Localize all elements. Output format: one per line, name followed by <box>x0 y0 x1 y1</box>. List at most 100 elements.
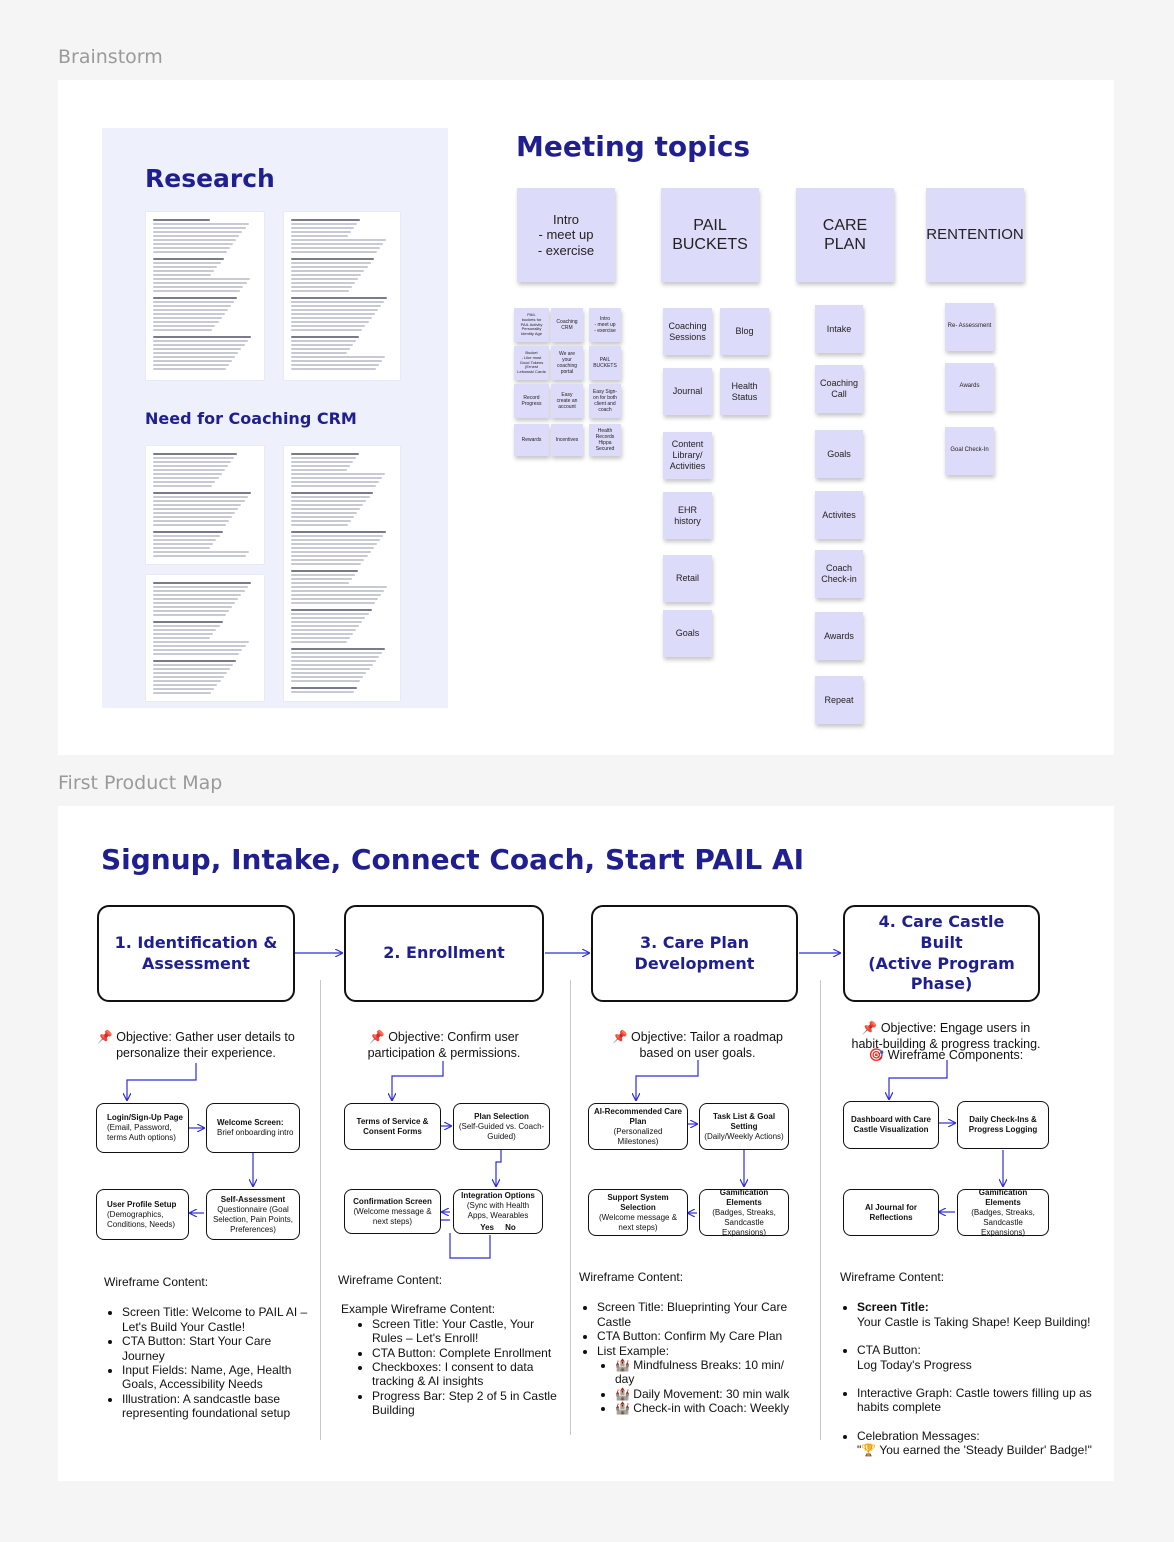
document-text-line <box>291 473 385 475</box>
research-document[interactable] <box>146 575 264 701</box>
wireframe-item: Screen Title: Your Castle, Your Rules – … <box>372 1317 563 1346</box>
document-text-line <box>291 594 381 596</box>
document-text-line <box>291 481 379 483</box>
document-text-line <box>153 309 228 311</box>
document-text-line <box>291 368 376 370</box>
research-document[interactable] <box>284 212 400 380</box>
research-document[interactable] <box>284 446 400 701</box>
sticky-pail-item[interactable]: Coaching Sessions <box>663 308 712 355</box>
sticky-care-plan-header[interactable]: CARE PLAN <box>796 188 894 282</box>
welcome-screen-card[interactable]: Welcome Screen: Brief onboarding intro <box>206 1103 300 1153</box>
document-text-line <box>153 625 220 627</box>
document-text-line <box>153 594 241 596</box>
wireframe-item: Input Fields: Name, Age, Health Goals, A… <box>122 1363 309 1392</box>
sticky-care-item[interactable]: Goals <box>815 430 863 478</box>
sticky-care-item[interactable]: Repeat <box>815 676 863 724</box>
sticky-retention-header[interactable]: RENTENTION <box>926 188 1024 282</box>
document-text-line <box>153 621 223 623</box>
sticky-pail-item[interactable]: Content Library/ Activities <box>663 432 712 479</box>
phase-1-box[interactable]: 1. Identification & Assessment <box>97 905 295 1002</box>
support-system-card[interactable]: Support System Selection (Welcome messag… <box>588 1189 688 1236</box>
document-text-line <box>153 692 211 694</box>
document-text-line <box>153 457 234 459</box>
document-text-line <box>291 672 366 674</box>
plan-selection-card[interactable]: Plan Selection (Self-Guided vs. Coach-Gu… <box>453 1103 550 1150</box>
terms-consent-card[interactable]: Terms of Service & Consent Forms <box>344 1103 441 1150</box>
sticky-small[interactable]: Rewards <box>514 424 549 456</box>
document-text-line <box>153 500 245 502</box>
yes-option[interactable]: Yes <box>480 1222 494 1232</box>
sticky-pail-side[interactable]: Health Status <box>720 368 769 415</box>
sticky-pail-item[interactable]: Retail <box>663 555 712 602</box>
document-text-line <box>153 278 250 280</box>
sticky-retention-item[interactable]: Awards <box>945 363 994 411</box>
sticky-care-item[interactable]: Awards <box>815 612 863 660</box>
document-text-line <box>153 325 215 327</box>
phase-4-box[interactable]: 4. Care Castle Built (Active Program Pha… <box>843 905 1040 1002</box>
sticky-care-item[interactable]: Coach Check-in <box>815 550 863 598</box>
sticky-small[interactable]: Intro - meet up - exercise <box>589 308 621 342</box>
phase-3-box[interactable]: 3. Care Plan Development <box>591 905 798 1002</box>
self-assessment-card[interactable]: Self-Assessment Questionnaire (Goal Sele… <box>206 1189 300 1240</box>
sticky-small[interactable]: Easy create an account <box>551 384 583 418</box>
wireframe-item-head: CTA Button: <box>857 1343 921 1358</box>
user-profile-setup-card[interactable]: User Profile Setup (Demographics, Condit… <box>96 1189 189 1240</box>
daily-checkins-card[interactable]: Daily Check-Ins & Progress Logging <box>957 1101 1049 1149</box>
gamification-card-phase-4[interactable]: Gamification Elements (Badges, Streaks, … <box>957 1188 1049 1237</box>
sticky-care-item[interactable]: Activites <box>815 491 863 539</box>
research-document[interactable] <box>146 446 264 564</box>
sticky-pail-buckets-header[interactable]: PAIL BUCKETS <box>661 188 759 282</box>
sticky-small[interactable]: Incentives <box>551 424 583 456</box>
dashboard-castle-card[interactable]: Dashboard with Care Castle Visualization <box>843 1101 939 1149</box>
ai-journal-card[interactable]: AI Journal for Reflections <box>843 1189 939 1236</box>
document-text-line <box>291 457 356 459</box>
document-text-line <box>291 290 349 292</box>
sticky-pail-item[interactable]: EHR history <box>663 492 712 539</box>
wireframe-subitem: 🏰 Check-in with Coach: Weekly <box>615 1401 804 1415</box>
sticky-retention-item[interactable]: Re- Assessment <box>945 303 994 351</box>
phase-2-objective: 📌 Objective: Confirm user participation … <box>367 1030 521 1060</box>
sticky-small[interactable]: PAIL buckets for PAIL Activity Personali… <box>514 308 549 342</box>
document-text-line <box>291 223 357 225</box>
no-option[interactable]: No <box>505 1222 516 1232</box>
sticky-small[interactable]: We are your coaching portal <box>551 346 583 380</box>
sticky-care-item[interactable]: Coaching Call <box>815 365 863 413</box>
wireframe-subitem: 🏰 Daily Movement: 30 min walk <box>615 1387 804 1401</box>
sticky-small[interactable]: Bucket - Like most Good Tokens (Ernest L… <box>514 346 549 380</box>
ai-care-plan-card[interactable]: AI-Recommended Care Plan (Personalized M… <box>588 1103 688 1150</box>
gamification-card-phase-3[interactable]: Gamification Elements (Badges, Streaks, … <box>699 1188 789 1237</box>
document-text-line <box>153 481 215 483</box>
document-text-line <box>153 485 212 487</box>
integration-options-card[interactable]: Integration Options (Sync with Health Ap… <box>453 1189 543 1234</box>
sticky-pail-side[interactable]: Blog <box>720 308 769 355</box>
sticky-small[interactable]: Easy Sign- on for both client and coach <box>589 384 621 418</box>
phase-2-box[interactable]: 2. Enrollment <box>344 905 544 1002</box>
document-text-line <box>291 477 382 479</box>
sticky-small[interactable]: Health Records Hippa Secured <box>589 424 621 456</box>
card-title: AI Journal for Reflections <box>864 1202 917 1222</box>
research-panel[interactable]: Research Need for Coaching CRM <box>102 128 448 708</box>
card-body: (Daily/Weekly Actions) <box>704 1131 784 1141</box>
document-text-line <box>291 247 380 249</box>
document-text-line <box>291 668 370 670</box>
research-document[interactable] <box>146 212 264 380</box>
confirmation-screen-card[interactable]: Confirmation Screen (Welcome message & n… <box>344 1189 441 1234</box>
document-text-line <box>153 317 222 319</box>
document-text-line <box>153 582 251 584</box>
document-text-line <box>291 274 361 276</box>
wireframe-item: Illustration: A sandcastle base represen… <box>122 1392 309 1421</box>
sticky-pail-item[interactable]: Journal <box>663 368 712 415</box>
phase-1-wireframe-content: Wireframe Content: Screen Title: Welcome… <box>104 1275 309 1421</box>
task-list-card[interactable]: Task List & Goal Setting (Daily/Weekly A… <box>699 1103 789 1150</box>
document-text-line <box>291 329 362 331</box>
login-signup-card[interactable]: Login/Sign-Up Page (Email, Password, ter… <box>96 1103 189 1153</box>
sticky-small[interactable]: Coaching CRM <box>551 308 583 342</box>
document-text-line <box>291 531 386 533</box>
sticky-pail-item[interactable]: Goals <box>663 610 712 657</box>
document-text-line <box>291 321 369 323</box>
sticky-intro-header[interactable]: Intro - meet up - exercise <box>517 188 615 282</box>
sticky-care-item[interactable]: Intake <box>815 305 863 353</box>
sticky-small[interactable]: PAIL BUCKETS <box>589 346 621 380</box>
sticky-retention-item[interactable]: Goal Check-In <box>945 427 994 475</box>
sticky-small[interactable]: Record Progress <box>514 384 549 418</box>
